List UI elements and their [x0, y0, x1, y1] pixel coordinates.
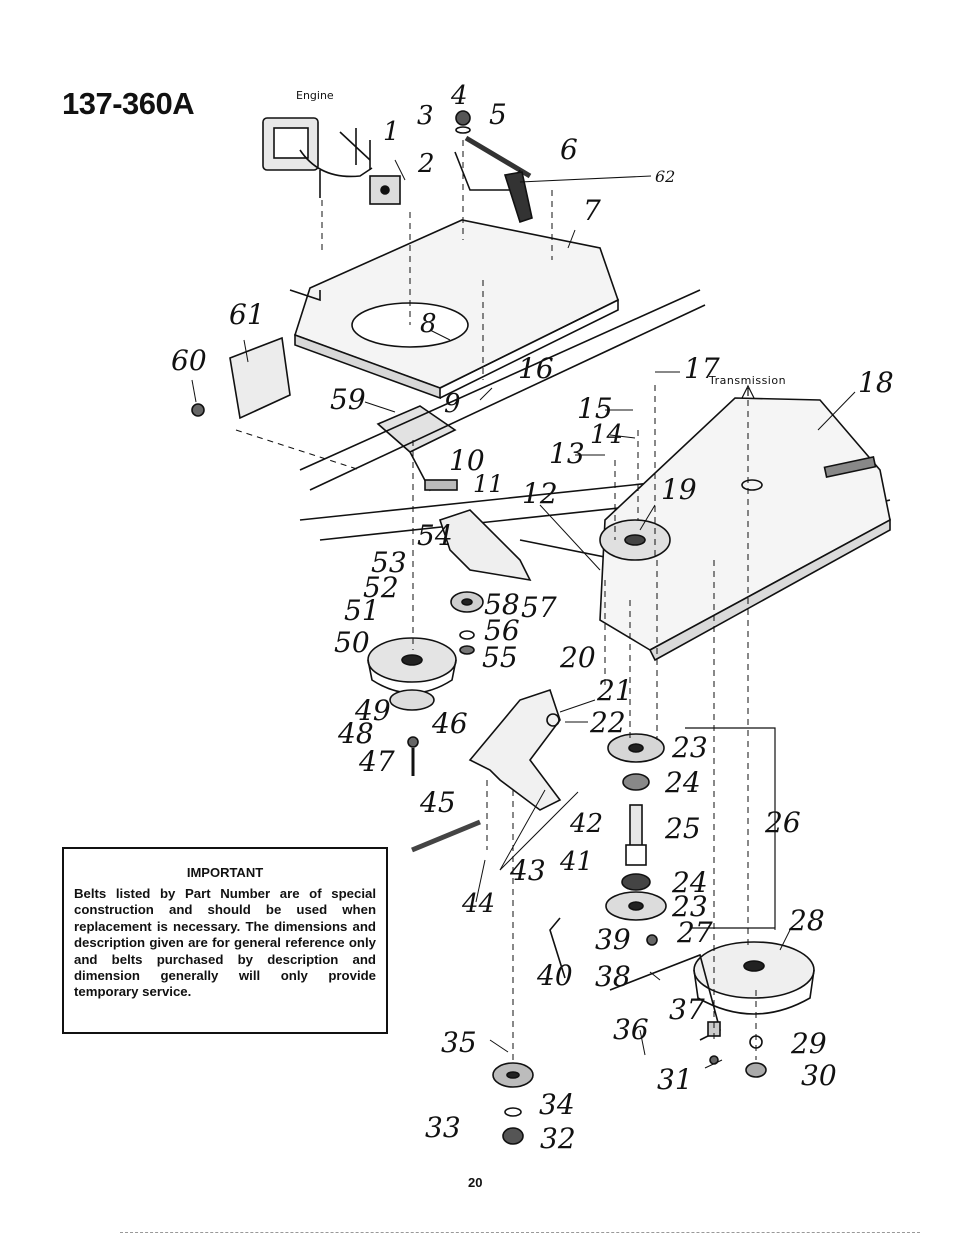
- callout-c17: 17: [684, 352, 720, 385]
- callout-c44: 44: [461, 889, 495, 919]
- callout-c39: 39: [595, 923, 631, 956]
- callout-c33: 33: [425, 1111, 461, 1144]
- callout-c35: 35: [441, 1026, 477, 1059]
- callout-c27: 27: [676, 916, 713, 949]
- callout-c23b: 23: [671, 890, 708, 923]
- callout-c53: 53: [371, 546, 407, 579]
- callout-c21: 21: [596, 674, 633, 707]
- callout-c20: 20: [559, 641, 596, 674]
- callout-c16: 16: [518, 352, 554, 385]
- model-number: 137-360A: [62, 86, 195, 121]
- transmission-plate: [599, 397, 891, 662]
- callout-c9: 9: [444, 389, 461, 419]
- callout-c46: 46: [431, 707, 468, 740]
- callout-c2: 2: [417, 149, 435, 179]
- callout-c43: 43: [509, 854, 546, 887]
- callout-c55: 55: [482, 641, 518, 674]
- rod-part-40: [549, 917, 566, 979]
- idler-pulley-part-58: [450, 591, 484, 655]
- callout-c23a: 23: [671, 731, 708, 764]
- important-notice-box: IMPORTANT Belts listed by Part Number ar…: [62, 847, 388, 1034]
- callout-c51: 51: [344, 594, 380, 627]
- callout-c30: 30: [801, 1059, 837, 1092]
- idler-arm-part-54: [438, 509, 532, 582]
- callout-c59: 59: [330, 383, 366, 416]
- engine-assembly: [262, 117, 373, 198]
- callout-c52: 52: [363, 571, 399, 604]
- callout-c3: 3: [417, 101, 434, 131]
- important-heading: IMPORTANT: [186, 865, 264, 880]
- dimension-bracket-part-26: [685, 384, 776, 929]
- callout-c12: 12: [522, 477, 558, 510]
- callout-c56: 56: [484, 614, 520, 647]
- callout-c22: 22: [589, 706, 626, 739]
- callout-c58: 58: [484, 588, 520, 621]
- callout-c37: 37: [669, 993, 705, 1026]
- callout-c62: 62: [655, 167, 675, 186]
- callout-c36: 36: [613, 1013, 649, 1046]
- callout-c29: 29: [790, 1027, 827, 1060]
- callout-c48: 48: [337, 717, 374, 750]
- callout-c8: 8: [420, 309, 437, 339]
- callout-c49: 49: [354, 694, 391, 727]
- callout-c6: 6: [560, 133, 578, 166]
- callout-c15: 15: [577, 392, 613, 425]
- callout-c1: 1: [383, 117, 400, 147]
- pulley-part-19: [599, 519, 671, 561]
- spring-part-45: [411, 819, 481, 853]
- pulley-half-part-23-upper: [607, 733, 665, 791]
- engine-label: Engine: [296, 89, 334, 102]
- idler-pulley-part-35: [492, 1062, 534, 1145]
- callout-c45: 45: [419, 786, 456, 819]
- shaft-part-25: [625, 804, 647, 866]
- transmission-pulley-part-28: [693, 941, 815, 1078]
- bracket-part-2: [369, 175, 401, 205]
- callout-c24a: 24: [664, 766, 701, 799]
- callout-c54: 54: [417, 519, 453, 552]
- callout-c24b: 24: [671, 866, 708, 899]
- callout-c11: 11: [473, 470, 504, 498]
- callout-c28: 28: [788, 904, 825, 937]
- callout-c40: 40: [536, 959, 573, 992]
- callout-c10: 10: [449, 444, 485, 477]
- callout-c47: 47: [358, 745, 395, 778]
- callout-c7: 7: [583, 194, 601, 227]
- callout-c38: 38: [595, 960, 631, 993]
- callout-c25: 25: [664, 812, 701, 845]
- callout-c61: 61: [229, 298, 265, 331]
- engine-pulley-part-50: [367, 637, 457, 776]
- pulley-half-part-23-lower: [605, 873, 667, 946]
- important-body: Belts listed by Part Number are of speci…: [74, 886, 376, 1000]
- callout-c18: 18: [858, 366, 894, 399]
- callout-c42: 42: [569, 809, 603, 839]
- page-number: 20: [468, 1175, 483, 1190]
- pedal-part-59: [376, 405, 458, 492]
- callout-c31: 31: [657, 1063, 693, 1096]
- lever-assembly: [454, 110, 533, 224]
- leader-lines: [191, 159, 856, 1069]
- callout-c14: 14: [590, 420, 623, 450]
- callout-c34: 34: [539, 1088, 575, 1121]
- callout-c60: 60: [171, 344, 207, 377]
- bottom-rule: [120, 1232, 920, 1233]
- callout-c41: 41: [559, 847, 593, 877]
- transmission-label: Transmission: [709, 374, 787, 387]
- callout-c57: 57: [521, 591, 557, 624]
- bracket-part-61: [191, 336, 291, 420]
- shift-bracket-part-46: [468, 688, 562, 811]
- callout-c5: 5: [489, 98, 507, 131]
- callout-c13: 13: [549, 437, 585, 470]
- callout-c50: 50: [334, 626, 370, 659]
- callout-c32: 32: [540, 1122, 576, 1155]
- callout-c26: 26: [764, 806, 801, 839]
- callout-c19: 19: [661, 473, 697, 506]
- callout-c4: 4: [450, 81, 468, 111]
